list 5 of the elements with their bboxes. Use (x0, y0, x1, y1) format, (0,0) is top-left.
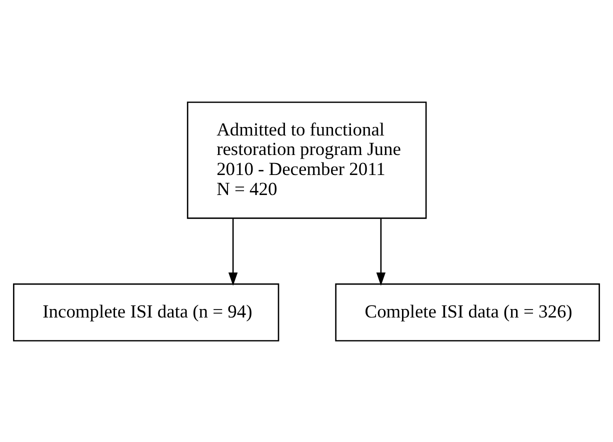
node-box: Incomplete ISI data (n = 94) (13, 282, 280, 341)
arrow (376, 218, 386, 286)
arrow (228, 218, 238, 286)
node-box: Admitted to functional restoration program June 2010 - December 2011 N = 420 (186, 101, 427, 218)
node-box: Complete ISI data (n = 326) (335, 282, 600, 341)
